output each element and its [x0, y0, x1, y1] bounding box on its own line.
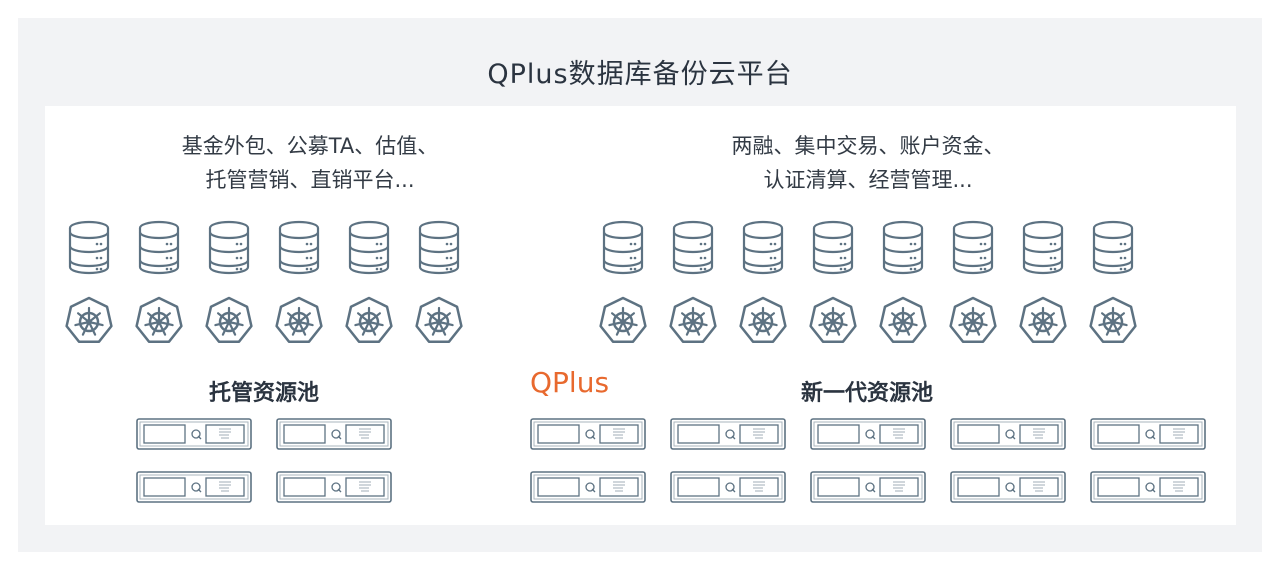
- database-icon: [417, 219, 461, 279]
- kubernetes-icon: [344, 294, 394, 352]
- database-icon: [671, 219, 715, 279]
- kubernetes-icon: [414, 294, 464, 352]
- database-icon: [811, 219, 855, 279]
- database-icon: [1021, 219, 1065, 279]
- server-icon: [810, 418, 926, 450]
- kubernetes-icon: [738, 294, 788, 352]
- server-icon: [1090, 471, 1206, 503]
- kubernetes-icon: [878, 294, 928, 352]
- kubernetes-icon: [274, 294, 324, 352]
- database-icon: [601, 219, 645, 279]
- server-icon: [670, 471, 786, 503]
- server-icon: [276, 418, 392, 450]
- database-icon: [951, 219, 995, 279]
- kubernetes-icon: [134, 294, 184, 352]
- kubernetes-icon: [1018, 294, 1068, 352]
- database-icon: [137, 219, 181, 279]
- server-icon: [530, 471, 646, 503]
- database-icon: [67, 219, 111, 279]
- kubernetes-icon: [598, 294, 648, 352]
- left-description: 基金外包、公募TA、估值、 托管营销、直销平台...: [181, 134, 439, 192]
- database-icon: [207, 219, 251, 279]
- database-icon: [1091, 219, 1135, 279]
- server-icon: [276, 471, 392, 503]
- kubernetes-icon: [808, 294, 858, 352]
- server-icon: [810, 471, 926, 503]
- kubernetes-icon: [948, 294, 998, 352]
- database-icon: [347, 219, 391, 279]
- server-icon: [136, 471, 252, 503]
- page-title: QPlus数据库备份云平台: [487, 59, 793, 90]
- left-pool-label: 托管资源池: [208, 381, 319, 406]
- database-icon: [277, 219, 321, 279]
- kubernetes-icon: [1088, 294, 1138, 352]
- database-icon: [881, 219, 925, 279]
- server-icon: [950, 471, 1066, 503]
- kubernetes-icon: [64, 294, 114, 352]
- right-description: 两融、集中交易、账户资金、 认证清算、经营管理...: [731, 134, 1005, 192]
- qplus-brand-label: QPlus: [530, 366, 610, 399]
- server-icon: [530, 418, 646, 450]
- server-icon: [1090, 418, 1206, 450]
- right-pool-label: 新一代资源池: [800, 381, 933, 406]
- kubernetes-icon: [204, 294, 254, 352]
- server-icon: [670, 418, 786, 450]
- server-icon: [136, 418, 252, 450]
- database-icon: [741, 219, 785, 279]
- server-icon: [950, 418, 1066, 450]
- kubernetes-icon: [668, 294, 718, 352]
